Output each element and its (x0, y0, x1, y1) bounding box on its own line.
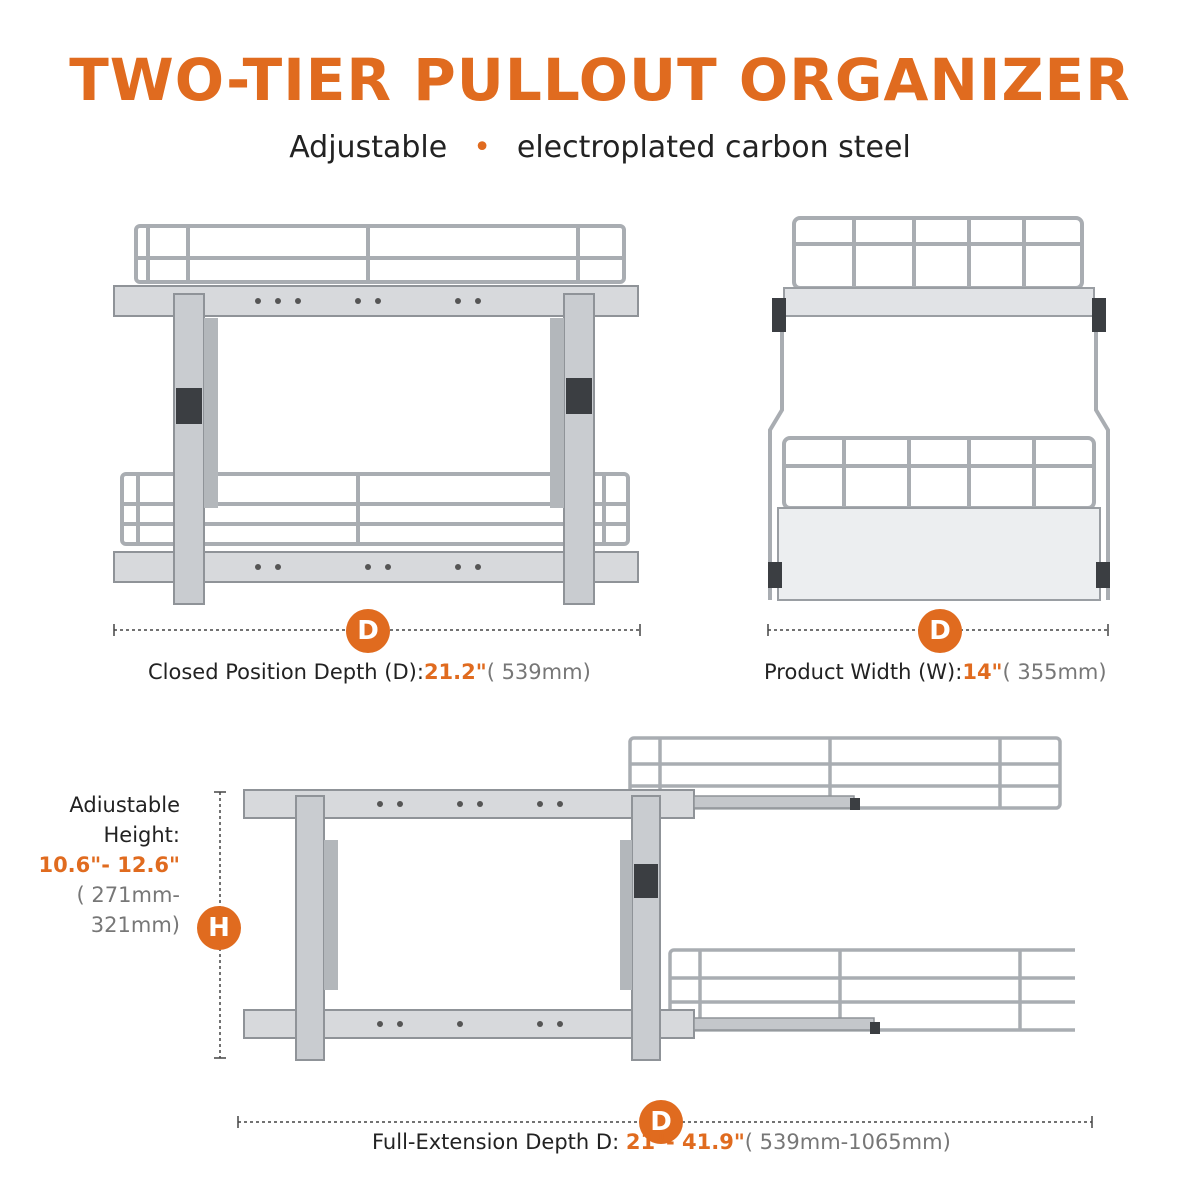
subtitle-right: electroplated carbon steel (516, 130, 911, 165)
full-extension-image (243, 736, 1075, 1061)
height-label-block: Adiustable Height: 10.6"- 12.6" ( 271mm-… (20, 790, 180, 940)
height-value: 10.6"- 12.6" (38, 853, 180, 877)
closed-depth-badge: D (346, 609, 390, 653)
width-value: 14" (962, 660, 1003, 684)
closed-depth-metric: ( 539mm) (486, 660, 591, 684)
height-metric-line1: ( 271mm- (76, 883, 180, 907)
full-depth-metric: ( 539mm-1065mm) (744, 1130, 951, 1154)
closed-depth-value: 21.2" (423, 660, 487, 684)
width-caption: Product Width (W):14"( 355mm) (764, 660, 1107, 684)
front-view-image (768, 216, 1110, 601)
height-label-line1: Adiustable (69, 793, 180, 817)
closed-depth-label: Closed Position Depth (D): (148, 660, 424, 684)
full-depth-value: 21"- 41.9" (625, 1130, 745, 1154)
width-metric: ( 355mm) (1002, 660, 1107, 684)
full-depth-caption: Full-Extension Depth D: 21"- 41.9"( 539m… (372, 1130, 951, 1154)
height-badge: H (197, 906, 241, 950)
subtitle-left: Adjustable (289, 130, 448, 165)
bullet-separator: • (473, 130, 491, 165)
closed-side-view-image (113, 224, 639, 605)
full-depth-label: Full-Extension Depth D: (372, 1130, 626, 1154)
height-label-line2: Height: (103, 823, 181, 847)
closed-depth-dimension-line (113, 624, 641, 636)
width-badge: D (918, 609, 962, 653)
height-metric-line2: 321mm) (90, 913, 180, 937)
width-label: Product Width (W): (764, 660, 963, 684)
closed-depth-caption: Closed Position Depth (D):21.2"( 539mm) (148, 660, 591, 684)
page-title: TWO-TIER PULLOUT ORGANIZER (69, 46, 1131, 114)
full-depth-badge: D (639, 1100, 683, 1144)
subtitle: Adjustable • electroplated carbon steel (0, 130, 1200, 165)
